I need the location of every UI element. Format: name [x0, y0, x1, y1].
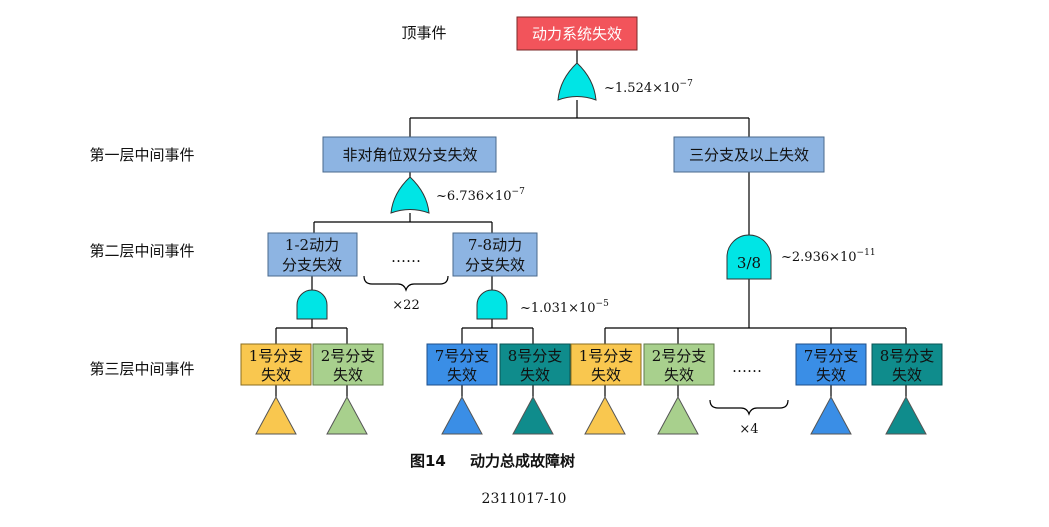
l3-branch1-right: 1号分支 失效: [570, 343, 642, 386]
voting-probability: ~2.936×10−11: [781, 248, 876, 265]
l3-branch2-left: 2号分支 失效: [312, 343, 384, 386]
l1-right-label: 三分支及以上失效: [689, 146, 809, 164]
l2-count: ×22: [392, 298, 419, 313]
l1-probability: ~6.736×10−7: [436, 187, 525, 204]
l1-event-right: 三分支及以上失效: [673, 136, 825, 173]
svg-text:失效: 失效: [816, 366, 846, 384]
l3-brace: [709, 399, 789, 416]
level-label-1: 第一层中间事件: [89, 146, 194, 164]
triangle-branch8-right: [885, 395, 927, 435]
top-or-gate: [557, 62, 597, 101]
triangle-branch1-left: [255, 395, 297, 435]
svg-text:失效: 失效: [664, 366, 694, 384]
figure-id: 2311017-10: [482, 491, 567, 507]
l3-ellipsis: ……: [732, 358, 762, 376]
l2-brace: [363, 275, 449, 292]
l2-right-line1: 7-8动力: [468, 236, 522, 254]
l2-right-line2: 分支失效: [465, 256, 525, 274]
l2-event-right: 7-8动力 分支失效: [452, 232, 538, 277]
svg-text:失效: 失效: [520, 366, 550, 384]
top-event-label: 动力系统失效: [532, 25, 622, 43]
l3-branch1-left: 1号分支 失效: [240, 343, 312, 386]
svg-text:失效: 失效: [447, 366, 477, 384]
l3-branch8-left: 8号分支 失效: [499, 343, 571, 386]
triangle-branch8-left: [512, 395, 554, 435]
svg-text:失效: 失效: [261, 366, 291, 384]
l1-event-left: 非对角位双分支失效: [322, 136, 497, 173]
l1-or-gate: [390, 176, 430, 214]
figure-number: 图14: [410, 452, 446, 470]
triangle-branch7-right: [810, 395, 852, 435]
l2-ellipsis: ……: [391, 248, 421, 266]
svg-text:1号分支: 1号分支: [579, 347, 634, 365]
svg-text:7号分支: 7号分支: [435, 347, 490, 365]
l2-left-line1: 1-2动力: [285, 236, 339, 254]
level-label-3: 第三层中间事件: [89, 360, 194, 378]
top-probability: ~1.524×10−7: [604, 79, 693, 96]
triangle-branch7-left: [441, 395, 483, 435]
level-label-top: 顶事件: [401, 24, 446, 42]
voting-gate: 3/8: [726, 234, 772, 280]
figure-title: 动力总成故障树: [470, 452, 575, 470]
connector-lines: [275, 50, 907, 397]
l3-branch2-right: 2号分支 失效: [643, 343, 715, 386]
top-event: 动力系统失效: [516, 16, 638, 51]
l3-branch7-left: 7号分支 失效: [426, 343, 498, 386]
svg-text:失效: 失效: [892, 366, 922, 384]
svg-text:8号分支: 8号分支: [880, 347, 935, 365]
l3-branch8-right: 8号分支 失效: [871, 343, 943, 386]
l2-event-left: 1-2动力 分支失效: [267, 232, 358, 277]
l2-left-line2: 分支失效: [282, 256, 342, 274]
level-label-2: 第二层中间事件: [89, 242, 194, 260]
triangle-branch2-right: [657, 395, 699, 435]
svg-text:2号分支: 2号分支: [652, 347, 707, 365]
l3-count: ×4: [739, 422, 758, 437]
l1-left-label: 非对角位双分支失效: [342, 146, 477, 164]
triangle-branch2-left: [326, 395, 368, 435]
svg-text:失效: 失效: [333, 366, 363, 384]
l3-branch7-right: 7号分支 失效: [795, 343, 867, 386]
svg-text:8号分支: 8号分支: [508, 347, 563, 365]
basic-event-triangles: [255, 395, 927, 435]
l2-left-and-gate: [296, 289, 328, 320]
voting-gate-label: 3/8: [737, 254, 761, 272]
svg-text:2号分支: 2号分支: [321, 347, 376, 365]
svg-text:7号分支: 7号分支: [804, 347, 859, 365]
svg-text:失效: 失效: [591, 366, 621, 384]
triangle-branch1-right: [584, 395, 626, 435]
svg-text:1号分支: 1号分支: [249, 347, 304, 365]
l2-right-and-gate: [476, 289, 508, 320]
l2-probability: ~1.031×10−5: [520, 299, 609, 316]
